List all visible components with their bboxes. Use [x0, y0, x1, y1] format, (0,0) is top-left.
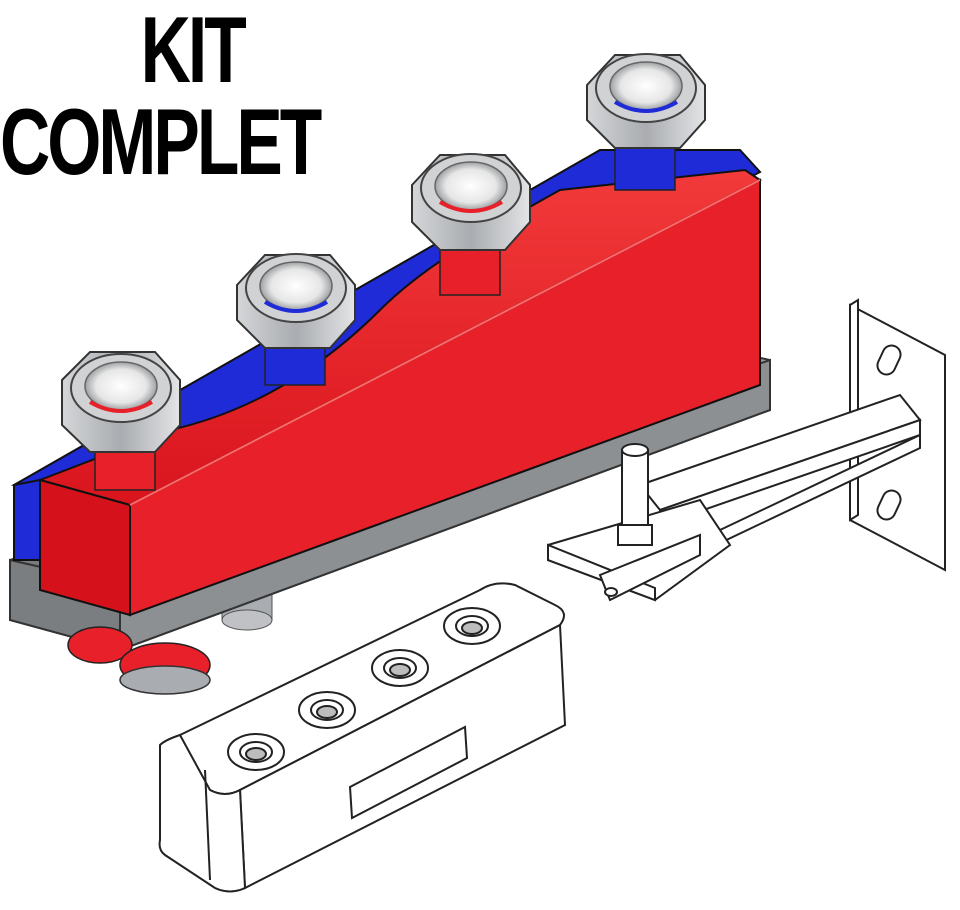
- port-nut-icon: [236, 253, 356, 386]
- wall-bracket-icon: [547, 298, 946, 602]
- port-nut-icon: [61, 351, 181, 491]
- port-nut-icon: [411, 153, 531, 296]
- hydraulic-manifold-icon: [9, 53, 771, 695]
- bottom-red-stub-icon: [67, 626, 211, 695]
- shell-hole-icon: [443, 607, 501, 645]
- title-line-1: KIT: [140, 0, 247, 102]
- title-line-2: COMPLET: [0, 89, 322, 194]
- insulation-shell-icon: [158, 582, 567, 893]
- shell-hole-icon: [298, 691, 356, 729]
- shell-hole-icon: [227, 733, 285, 771]
- kit-title: KIT COMPLET: [0, 0, 322, 194]
- shell-hole-icon: [371, 649, 429, 687]
- port-nut-icon: [586, 53, 706, 191]
